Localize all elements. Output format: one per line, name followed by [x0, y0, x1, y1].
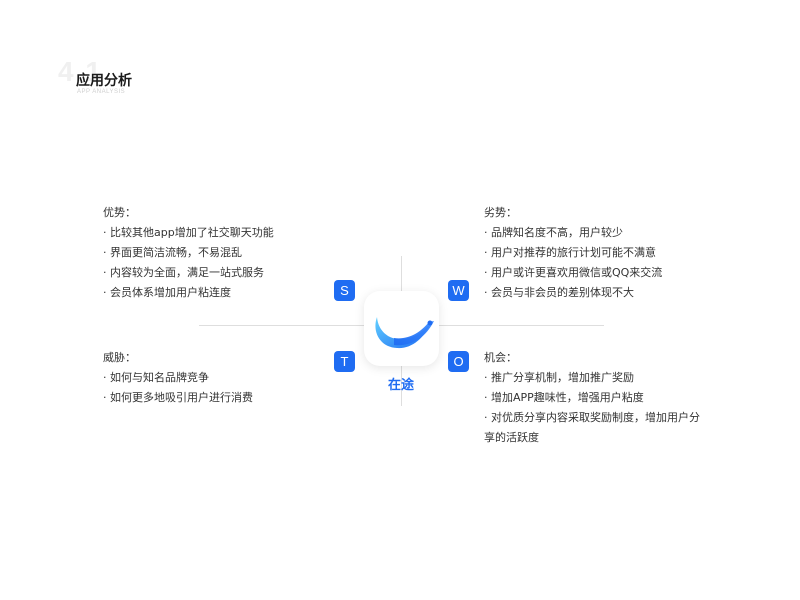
strengths-item: · 内容较为全面，满足一站式服务 [103, 266, 264, 279]
strengths-item: · 比较其他app增加了社交聊天功能 [103, 226, 274, 239]
opportunities-block: 机会： · 推广分享机制，增加推广奖励 · 增加APP趣味性，增强用户粘度 · … [484, 348, 700, 448]
weaknesses-item: · 用户对推荐的旅行计划可能不满意 [484, 246, 656, 259]
swot-w-badge: W [448, 280, 469, 301]
swot-s-badge: S [334, 280, 355, 301]
threats-title: 威胁： [103, 351, 136, 364]
swot-o-badge: O [448, 351, 469, 372]
threats-item: · 如何更多地吸引用户进行消费 [103, 391, 253, 404]
strengths-block: 优势： · 比较其他app增加了社交聊天功能 · 界面更简洁流畅，不易混乱 · … [103, 203, 274, 303]
weaknesses-item: · 用户或许更喜欢用微信或QQ来交流 [484, 266, 663, 279]
weaknesses-title: 劣势： [484, 206, 517, 219]
weaknesses-block: 劣势： · 品牌知名度不高，用户较少 · 用户对推荐的旅行计划可能不满意 · 用… [484, 203, 662, 303]
threats-item: · 如何与知名品牌竞争 [103, 371, 209, 384]
page-subtitle: APP ANALYSIS [77, 89, 126, 95]
opportunities-title: 机会： [484, 351, 517, 364]
swot-t-badge: T [334, 351, 355, 372]
strengths-item: · 界面更简洁流畅，不易混乱 [103, 246, 242, 259]
app-logo-icon [364, 291, 439, 366]
opportunities-item: · 增加APP趣味性，增强用户粘度 [484, 391, 644, 404]
page-title: 应用分析 [76, 73, 132, 89]
app-name: 在途 [387, 378, 414, 393]
strengths-title: 优势： [103, 206, 136, 219]
weaknesses-item: · 品牌知名度不高，用户较少 [484, 226, 623, 239]
opportunities-item: · 对优质分享内容采取奖励制度，增加用户分享的活跃度 [484, 411, 700, 444]
opportunities-item: · 推广分享机制，增加推广奖励 [484, 371, 634, 384]
threats-block: 威胁： · 如何与知名品牌竞争 · 如何更多地吸引用户进行消费 [103, 348, 253, 408]
weaknesses-item: · 会员与非会员的差别体现不大 [484, 286, 634, 299]
section-number: 4.1 [58, 56, 103, 87]
strengths-item: · 会员体系增加用户粘连度 [103, 286, 231, 299]
